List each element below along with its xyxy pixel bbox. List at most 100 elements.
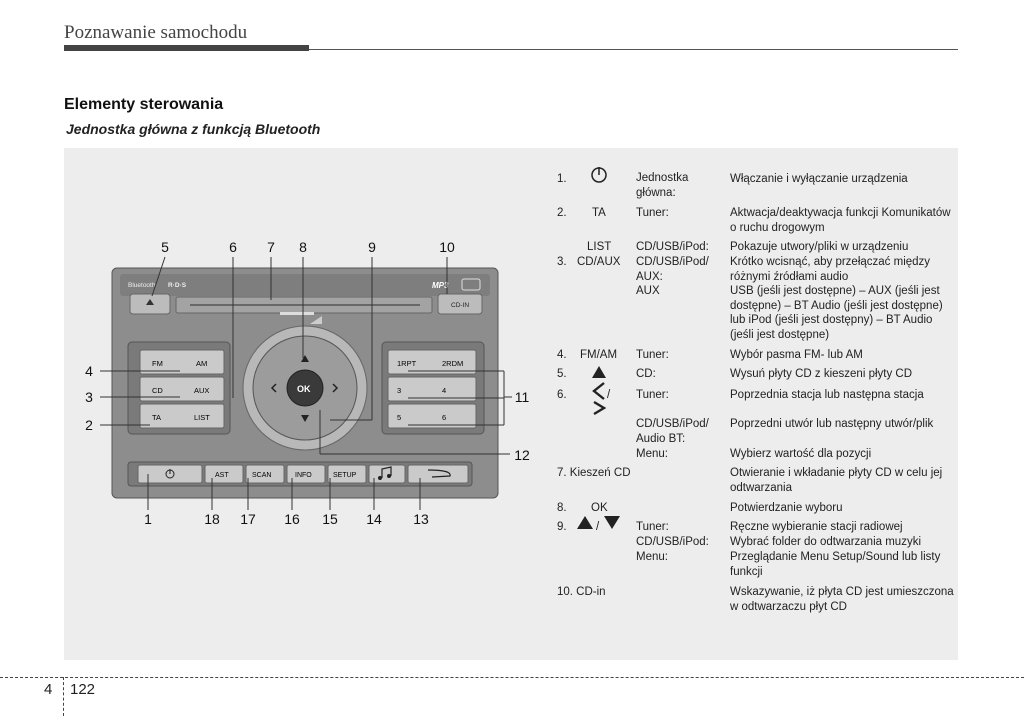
callout-5: 5	[161, 239, 169, 255]
setup-label: SETUP	[333, 472, 357, 479]
mp3-logo: MP3	[432, 281, 449, 290]
callout-13: 13	[413, 511, 429, 527]
row8-desc: Potwierdzanie wyboru	[730, 502, 843, 514]
fm-am-button[interactable]	[139, 349, 225, 375]
row3-desc1: Pokazuje utwory/pliki w urządzeniu	[730, 241, 909, 253]
ta-label: TA	[152, 413, 161, 422]
row10-desc: Wskazywanie, iż płyta CD jest umieszczon…	[730, 586, 954, 613]
preset-3-4-button[interactable]	[387, 376, 477, 402]
ast-button[interactable]	[204, 464, 244, 484]
back-arrow-icon	[427, 469, 451, 478]
seek-forward-icon[interactable]	[332, 383, 339, 393]
row2-mode: Tuner:	[636, 207, 669, 219]
ok-label: OK	[297, 384, 311, 394]
row6-desc1: Poprzednia stacja lub następna stacja	[730, 389, 924, 401]
volume-wedge-icon	[310, 316, 322, 324]
rds-logo: R·D·S	[168, 282, 187, 289]
preset-3-label: 3	[397, 386, 401, 395]
row3-num: 3.	[557, 256, 567, 268]
info-button[interactable]	[286, 464, 326, 484]
cd-slot-indicator	[280, 312, 314, 315]
callout-18: 18	[204, 511, 220, 527]
cd-in-indicator	[437, 293, 483, 315]
row7-label: 7. Kieszeń CD	[557, 467, 631, 479]
eject-triangle-icon	[592, 366, 606, 378]
row5-mode: CD:	[636, 368, 656, 380]
row6-desc3: Wybierz wartość dla pozycji	[730, 448, 872, 460]
row9-key: /	[596, 521, 600, 533]
callout-2: 2	[85, 417, 93, 433]
up-arrow-icon[interactable]	[301, 355, 309, 362]
row7-desc: Otwieranie i wkładanie płyty CD w celu j…	[730, 467, 943, 494]
row9-mode2: CD/USB/iPod:	[636, 536, 709, 548]
row9-desc1: Ręczne wybieranie stacji radiowej	[730, 521, 903, 533]
seek-down-chevron-icon	[592, 382, 605, 400]
music-note-icon	[381, 466, 392, 478]
info-label: INFO	[295, 472, 312, 479]
row6-mode1: Tuner:	[636, 389, 669, 401]
eject-icon	[146, 299, 154, 305]
preset-1-2-button[interactable]	[387, 349, 477, 375]
cd-aux-button[interactable]	[139, 376, 225, 402]
callout-leaders	[100, 256, 512, 510]
callout-8: 8	[299, 239, 307, 255]
row3-desc3: USB (jeśli jest dostępne) – AUX (jeśli j…	[730, 285, 943, 341]
callout-12: 12	[514, 447, 530, 463]
row8-key: OK	[591, 502, 608, 514]
callout-1: 1	[144, 511, 152, 527]
row3-mode2: CD/USB/iPod/ AUX:	[636, 256, 709, 283]
footer-divider	[63, 677, 64, 716]
am-label: AM	[196, 359, 207, 368]
row2-desc: Aktwacja/deaktywacja funkcji Komunikatów…	[730, 207, 951, 234]
chapter-number: 4	[44, 681, 53, 698]
list-label: LIST	[194, 413, 210, 422]
row3-key-cdaux: CD/AUX	[577, 256, 621, 268]
row6-key: /	[607, 389, 611, 401]
row2-key: TA	[592, 207, 606, 219]
header-rule	[309, 49, 958, 50]
bluetooth-logo: Bluetooth	[128, 282, 156, 289]
sound-button[interactable]	[368, 464, 406, 484]
down-arrow-icon[interactable]	[301, 415, 309, 422]
row4-num: 4.	[557, 349, 567, 361]
setup-button[interactable]	[327, 464, 367, 484]
ta-list-button[interactable]	[139, 403, 225, 429]
callout-17: 17	[240, 511, 256, 527]
row6-mode3: Menu:	[636, 448, 668, 460]
back-button[interactable]	[407, 464, 469, 484]
row5-desc: Wysuń płyty CD z kieszeni płyty CD	[730, 368, 913, 380]
row9-num: 9.	[557, 521, 567, 533]
seek-back-icon[interactable]	[270, 383, 277, 393]
seek-up-chevron-icon	[593, 400, 607, 416]
ok-button[interactable]	[286, 369, 324, 407]
callout-3: 3	[85, 389, 93, 405]
row3-mode3: AUX	[636, 285, 660, 297]
row6-desc2: Poprzedni utwór lub następny utwór/plik	[730, 418, 934, 430]
row4-desc: Wybór pasma FM- lub AM	[730, 349, 863, 361]
preset-4-label: 4	[442, 386, 446, 395]
section-title: Elementy sterowania	[64, 96, 224, 113]
row3-desc2: Krótko wcisnąć, aby przełączać między ró…	[730, 256, 931, 283]
row5-num: 5.	[557, 368, 567, 380]
cd-in-label: CD-IN	[451, 302, 469, 309]
preset-1-label: 1RPT	[397, 359, 417, 368]
callout-11: 11	[515, 389, 530, 405]
preset-6-label: 6	[442, 413, 446, 422]
row3-key-list: LIST	[587, 241, 612, 253]
page-number: 122	[70, 681, 96, 698]
row6-num: 6.	[557, 389, 567, 401]
cd-logo-icon	[461, 278, 481, 291]
row9-mode3: Menu:	[636, 551, 668, 563]
aux-label: AUX	[194, 386, 209, 395]
row1-desc: Włączanie i wyłączanie urządzenia	[730, 173, 908, 185]
callout-9: 9	[368, 239, 376, 255]
up-triangle-icon	[577, 516, 593, 529]
callout-16: 16	[284, 511, 300, 527]
scan-label: SCAN	[252, 472, 271, 479]
header-title: Poznawanie samochodu	[64, 22, 248, 43]
header-bar	[64, 45, 309, 51]
row9-desc3: Przeglądanie Menu Setup/Sound lub listy …	[730, 551, 941, 578]
preset-5-6-button[interactable]	[387, 403, 477, 429]
ast-label: AST	[215, 472, 229, 479]
scan-button[interactable]	[245, 464, 285, 484]
